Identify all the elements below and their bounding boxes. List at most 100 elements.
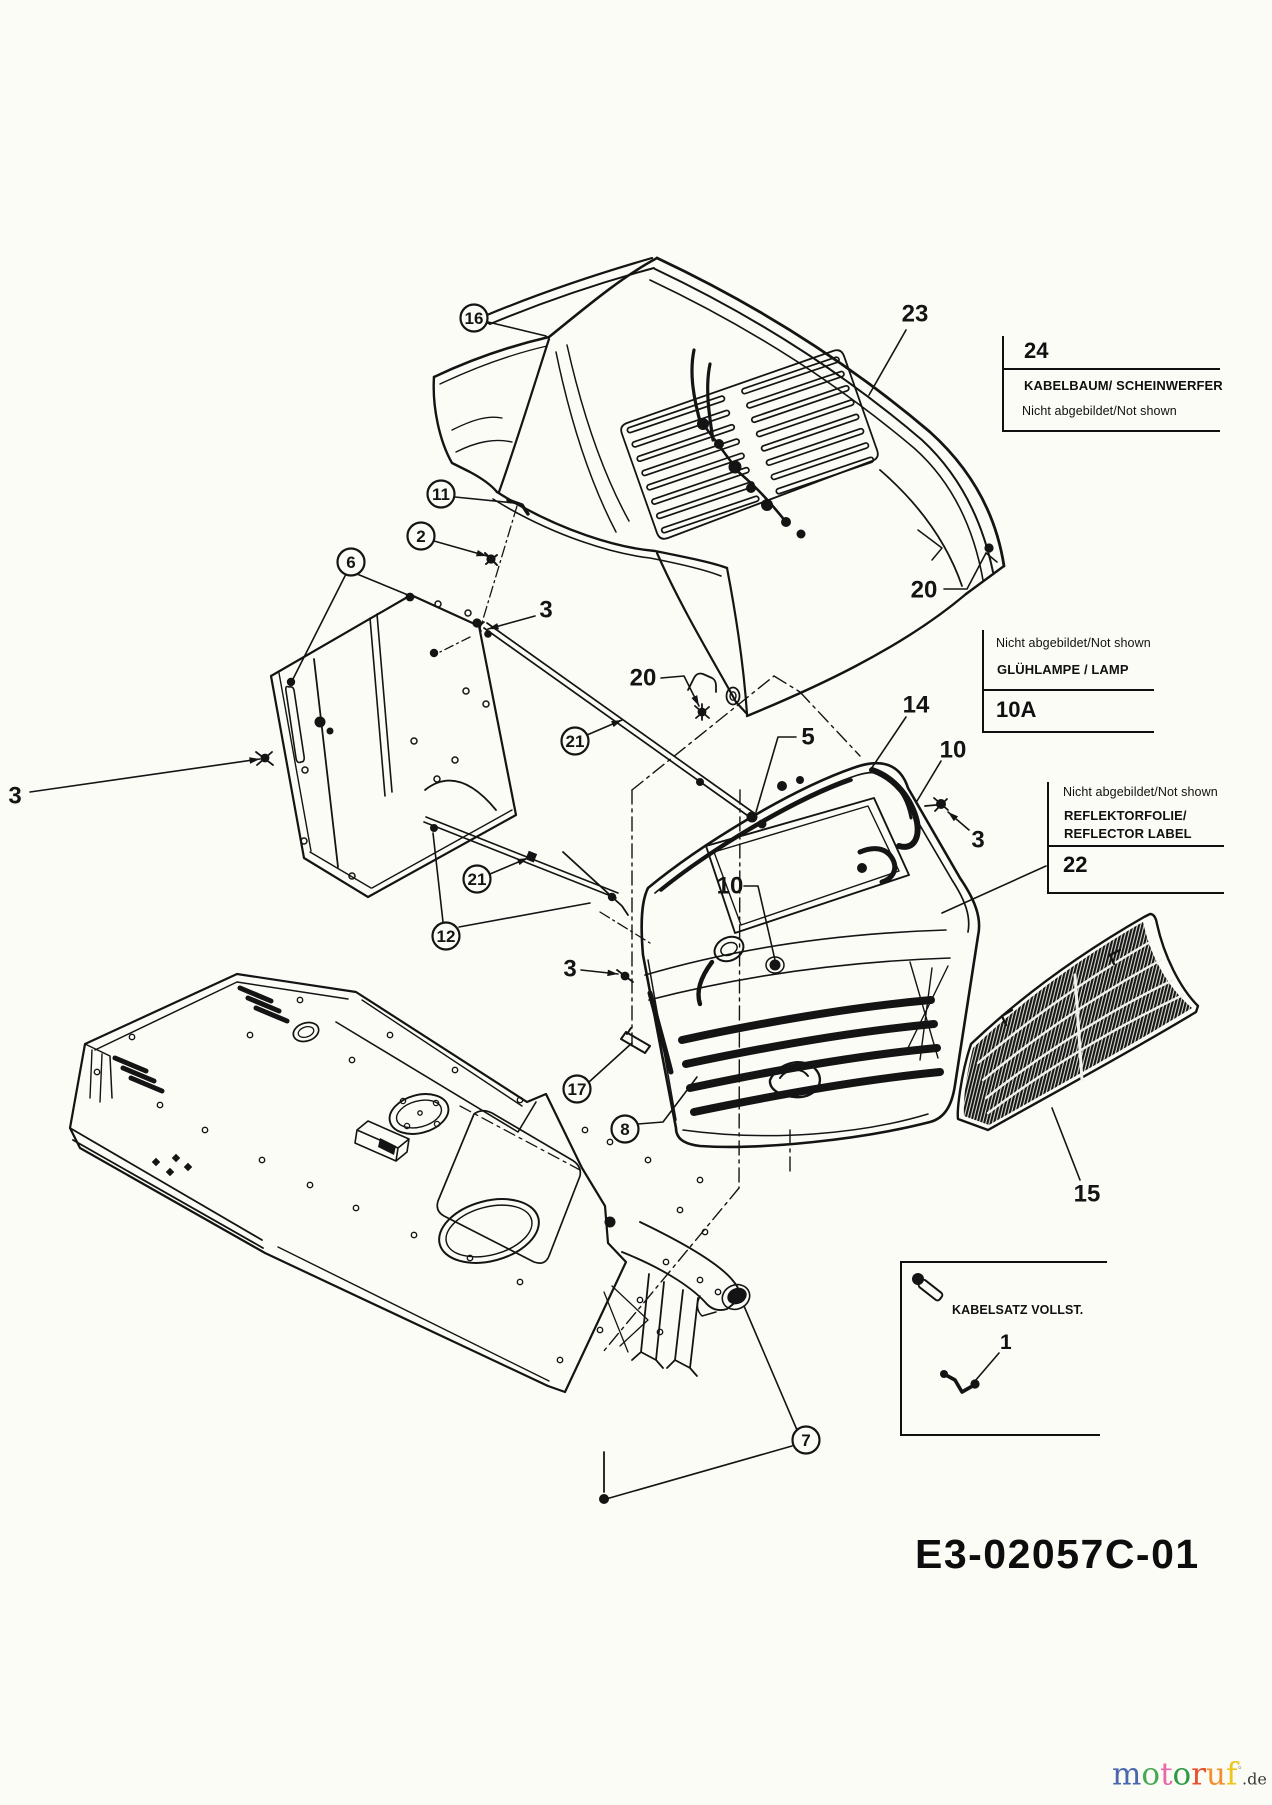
leader-arrowhead [607,969,618,977]
brand-letter: o [1141,1756,1161,1793]
callout-circle [426,479,456,509]
callout-17: 17 [562,1042,633,1104]
part-chassis [68,972,751,1504]
rule [900,1261,902,1434]
callout-circle [560,726,590,756]
callout-11: 11 [426,479,515,509]
leader-line [637,1076,698,1125]
callout-number: 10 [717,873,744,900]
callout-3: 3 [487,597,553,630]
leader-arrowhead [611,720,622,728]
callout-3: 3 [947,811,985,854]
leader-line [487,321,547,337]
callout-10: 10 [916,737,966,802]
callout-circle [336,547,366,577]
part-rods [423,621,767,944]
watermark-logo: motoruf°.de [1112,1755,1267,1795]
part-dash-panel [255,592,518,899]
callout-5: 5 [755,724,815,813]
not-shown-note: Nicht abgebildet/Not shown [1022,404,1177,418]
brand-suffix: .de [1242,1769,1267,1789]
brand-name: motoruf [1112,1756,1238,1792]
brand-letter: f [1226,1756,1238,1793]
rule [984,731,1154,733]
brand-letter: m [1112,1756,1142,1793]
callout-10: 10 [717,873,776,961]
part-title: GLÜHLAMPE / LAMP [997,662,1129,677]
callout-14: 14 [870,692,930,770]
leader-line [943,552,987,590]
leader-arrowhead [948,812,959,822]
part-title-line1: REFLEKTORFOLIE/ [1064,808,1187,823]
callout-8: 8 [610,1076,698,1144]
part-number: 22 [1063,852,1088,877]
callout-number: 21 [468,870,487,889]
brand-letter: o [1172,1756,1192,1793]
callout-number: 14 [903,692,930,719]
callout-number: 23 [902,301,929,328]
infobox-harness-kit: KABELSATZ VOLLST. 1 [900,1261,1107,1436]
callout-3: 3 [8,757,261,810]
leader-line [291,573,347,682]
brand-letter: r [1191,1756,1207,1793]
callout-number: 8 [620,1120,629,1139]
callout-number: 12 [437,927,456,946]
callout-21: 21 [560,719,623,756]
brand-letter: u [1206,1756,1227,1793]
rule [1004,430,1220,432]
leader-line [29,758,261,793]
rule [984,689,1154,691]
leader-line [743,1305,798,1431]
callout-20: 20 [911,552,987,604]
callout-number: 5 [801,724,814,751]
rule [900,1261,1107,1263]
infobox-reflector: Nicht abgebildet/Not shown REFLEKTORFOLI… [1047,782,1224,894]
rule [900,1434,1100,1436]
callout-circle [431,921,461,951]
brand-letter: t [1160,1756,1173,1793]
part-grille-insert [956,912,1200,1132]
callout-number: 3 [563,956,576,983]
callout-circle [459,303,489,333]
callout-number: 2 [416,527,425,546]
callout-number: 7 [801,1431,810,1450]
infobox-lamp: Nicht abgebildet/Not shown GLÜHLAMPE / L… [982,630,1154,733]
callout-number: 17 [568,1080,587,1099]
leader-line [868,329,907,396]
leader-line [605,1445,793,1500]
callout-number: 20 [911,577,938,604]
callout-circle [462,864,492,894]
infobox-harness: 24 KABELBAUM/ SCHEINWERFER Nicht abgebil… [1002,336,1223,432]
leader-line [458,902,591,928]
part-number: 1 [1000,1331,1012,1354]
callout-21: 21 [462,857,529,894]
callout-number: 16 [465,309,484,328]
callout-circle [610,1114,640,1144]
part-hood [432,256,1006,721]
callout-16: 16 [459,303,547,337]
rule [1049,892,1224,894]
not-shown-note: Nicht abgebildet/Not shown [996,636,1151,650]
callout-circle [406,521,436,551]
callout-23: 23 [868,301,929,396]
harness-kit-parts [912,1273,980,1394]
callout-number: 11 [432,485,450,504]
leader-arrowhead [488,623,499,630]
callout-number: 6 [346,553,355,572]
leader-arrowhead [249,757,260,764]
part-grille-housing [616,761,981,1149]
callout-2: 2 [406,521,488,557]
callout-3: 3 [563,956,619,983]
callout-number: 20 [630,665,657,692]
callout-15: 15 [1051,1107,1100,1208]
callout-number: 21 [566,732,585,751]
diagram-code: E3-02057C-01 [915,1531,1200,1577]
leader-line [1051,1107,1081,1181]
callout-7: 7 [605,1305,821,1500]
callout-20: 20 [630,665,700,707]
registered-mark: ° [1237,1766,1243,1776]
leader-line [743,885,776,961]
callout-number: 3 [539,597,552,624]
